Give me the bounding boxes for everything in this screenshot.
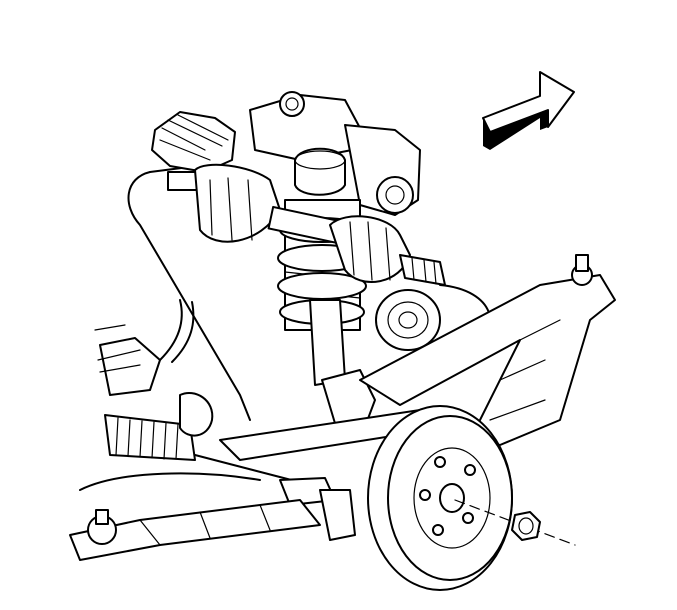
subframe xyxy=(219,254,616,461)
axle-nut xyxy=(454,499,576,546)
lower-control-arm xyxy=(69,499,321,561)
hoses xyxy=(79,299,261,491)
pulley-assembly xyxy=(375,289,441,351)
steering-rack xyxy=(94,324,356,541)
direction-arrow-icon xyxy=(482,71,575,150)
drive-axle xyxy=(167,163,446,286)
engine-assembly xyxy=(151,91,421,216)
brake-rotor xyxy=(367,405,513,591)
